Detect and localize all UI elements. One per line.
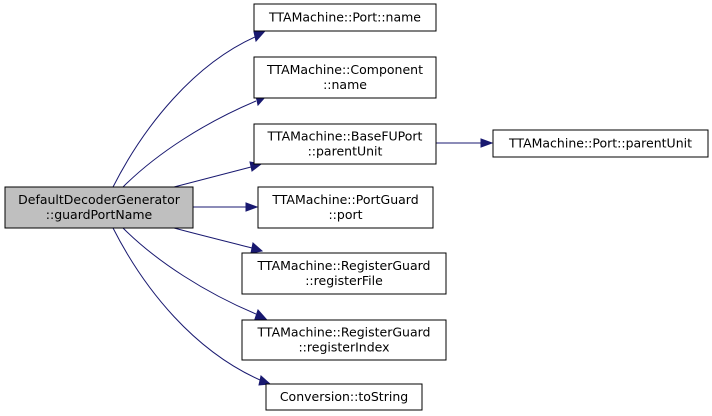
edge-root-to-component-name [122, 95, 268, 188]
edge-root-to-conversion-tostring [112, 227, 272, 386]
edge-root-to-registerguard-registerfile [173, 227, 264, 254]
edge-root-to-registerguard-registerindex [122, 227, 268, 320]
node-basefuport-parentunit[interactable]: TTAMachine::BaseFUPort::parentUnit [253, 123, 437, 165]
edge-root-to-basefuport-parentunit [173, 161, 263, 188]
arrowhead-icon [254, 309, 268, 320]
nodes-layer: DefaultDecoderGenerator::guardPortNameTT… [4, 3, 709, 411]
node-label: ::name [323, 77, 367, 92]
node-label: Conversion::toString [280, 389, 408, 404]
node-label: ::registerIndex [298, 340, 389, 355]
node-label: ::guardPortName [46, 207, 153, 222]
node-box [241, 252, 447, 295]
arrowhead-icon [480, 138, 494, 148]
edge-line [112, 36, 256, 188]
edge-basefuport-parentunit-to-port-parentunit [436, 138, 494, 148]
node-label: TTAMachine::Port::name [268, 10, 421, 25]
node-box [253, 123, 437, 165]
node-registerguard-registerfile[interactable]: TTAMachine::RegisterGuard::registerFile [241, 252, 447, 295]
node-registerguard-registerindex[interactable]: TTAMachine::RegisterGuard::registerIndex [241, 319, 447, 361]
node-label: TTAMachine::RegisterGuard [257, 258, 431, 273]
node-box [4, 186, 194, 229]
node-box [257, 186, 434, 229]
edge-line [173, 227, 253, 249]
edge-line [122, 227, 257, 315]
node-conversion-tostring[interactable]: Conversion::toString [265, 383, 423, 411]
node-label: TTAMachine::Port::parentUnit [508, 136, 692, 151]
node-component-name[interactable]: TTAMachine::Component::name [253, 56, 437, 99]
edge-line [173, 166, 252, 188]
arrowhead-icon [250, 242, 264, 254]
edge-root-to-port-name [112, 31, 266, 188]
node-root[interactable]: DefaultDecoderGenerator::guardPortName [4, 186, 194, 229]
node-box [265, 383, 423, 411]
node-port-name[interactable]: TTAMachine::Port::name [253, 3, 437, 32]
node-box [241, 319, 447, 361]
arrowhead-icon [253, 31, 266, 43]
node-label: TTAMachine::PortGuard [271, 192, 418, 207]
arrowhead-icon [258, 375, 272, 386]
node-box [253, 3, 437, 32]
edge-root-to-portguard-port [193, 202, 259, 212]
node-label: ::parentUnit [308, 144, 383, 159]
node-label: ::registerFile [305, 273, 383, 288]
node-box [492, 129, 709, 158]
node-label: TTAMachine::RegisterGuard [257, 325, 431, 340]
node-port-parentunit[interactable]: TTAMachine::Port::parentUnit [492, 129, 709, 158]
edge-line [122, 100, 257, 188]
node-label: TTAMachine::BaseFUPort [267, 129, 423, 144]
node-box [253, 56, 437, 99]
node-portguard-port[interactable]: TTAMachine::PortGuard::port [257, 186, 434, 229]
node-label: TTAMachine::Component [266, 62, 423, 77]
arrowhead-icon [245, 202, 259, 212]
node-label: ::port [328, 207, 362, 222]
node-label: DefaultDecoderGenerator [18, 192, 181, 207]
edge-line [112, 227, 261, 381]
